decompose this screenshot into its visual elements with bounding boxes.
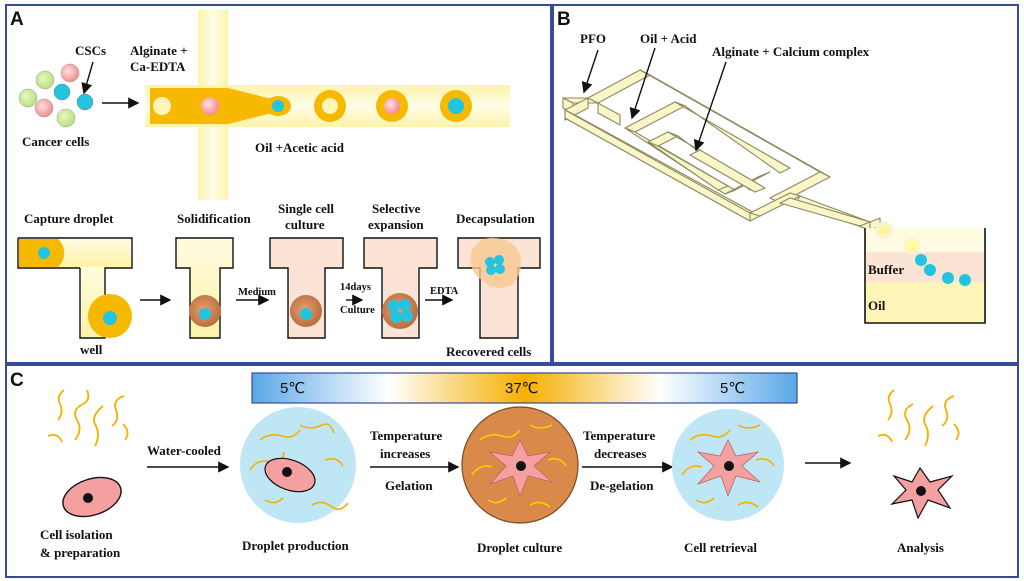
single-label-1: Single cell (278, 201, 334, 216)
panel-c-frame (5, 364, 1019, 578)
analysis (877, 389, 960, 520)
isolated-cell (62, 476, 122, 518)
degelation-label: De-gelation (590, 478, 654, 493)
selective-label-1: Selective (372, 201, 421, 216)
panel-a-microfluidic: CSCs Alginate + Ca-EDTA Cancer cells Oil… (18, 10, 510, 200)
oil-acid-label: Oil + Acid (640, 31, 697, 46)
droplet-culture-label: Droplet culture (477, 540, 562, 555)
edta-label: EDTA (430, 286, 459, 297)
water-cooled-label: Water-cooled (147, 443, 222, 458)
buffer-label: Buffer (868, 262, 904, 277)
panel-c-letter: C (10, 370, 24, 391)
panel-b-frame (552, 4, 1019, 364)
alginate-label-2: Ca-EDTA (130, 59, 186, 74)
collagen-fibers (47, 389, 129, 447)
stream-cell (153, 97, 171, 115)
cancer-cells-label: Cancer cells (22, 134, 89, 149)
cell-retrieval-label: Cell retrieval (684, 540, 757, 555)
droplet-culture (461, 406, 579, 524)
droplet-production (240, 407, 356, 523)
panel-a-wells: Capture droplet well Solidification Medi… (17, 201, 541, 359)
csc-label: CSCs (75, 43, 106, 58)
panel-b-arrows (581, 47, 727, 152)
temp-dec-label-1: Temperature (583, 428, 655, 443)
cell-iso-label-1: Cell isolation (40, 527, 113, 542)
panel-a-letter: A (10, 9, 24, 30)
droplet-prod-label: Droplet production (242, 538, 350, 553)
days-label: 14days (340, 282, 371, 293)
temp-dec-label-2: decreases (594, 446, 646, 461)
oil-b-label: Oil (868, 298, 886, 313)
temp-label-1: 5℃ (280, 380, 305, 397)
temp-label-3: 5℃ (720, 380, 745, 397)
temp-label-2: 37℃ (505, 380, 539, 397)
capture-label: Capture droplet (24, 211, 114, 226)
decap-label: Decapsulation (456, 211, 536, 226)
pfo-label: PFO (580, 31, 606, 46)
temp-inc-label-1: Temperature (370, 428, 442, 443)
alginate-calcium-label: Alginate + Calcium complex (712, 44, 870, 59)
alginate-label-1: Alginate + (130, 43, 188, 58)
oil-label: Oil +Acetic acid (255, 140, 345, 155)
collection-tube (864, 221, 986, 324)
solid-label: Solidification (177, 211, 251, 226)
culture-label: Culture (340, 305, 375, 316)
well-label: well (80, 342, 103, 357)
temp-inc-label-2: increases (380, 446, 430, 461)
cell-iso-label-2: & preparation (40, 545, 121, 560)
analysis-label: Analysis (897, 540, 944, 555)
single-label-2: culture (285, 217, 325, 232)
temperature-bar (251, 372, 798, 404)
recovered-label: Recovered cells (446, 344, 531, 359)
stream-cell (201, 97, 219, 115)
gelation-label: Gelation (385, 478, 433, 493)
medium-label: Medium (238, 287, 276, 298)
selective-label-2: expansion (368, 217, 424, 232)
cell-retrieval (672, 409, 784, 521)
alginate-stream (150, 88, 290, 124)
panel-b-letter: B (557, 9, 571, 30)
panel-a-frame (5, 4, 552, 364)
stream-cell (272, 100, 284, 112)
panel-b-chip (562, 69, 881, 231)
